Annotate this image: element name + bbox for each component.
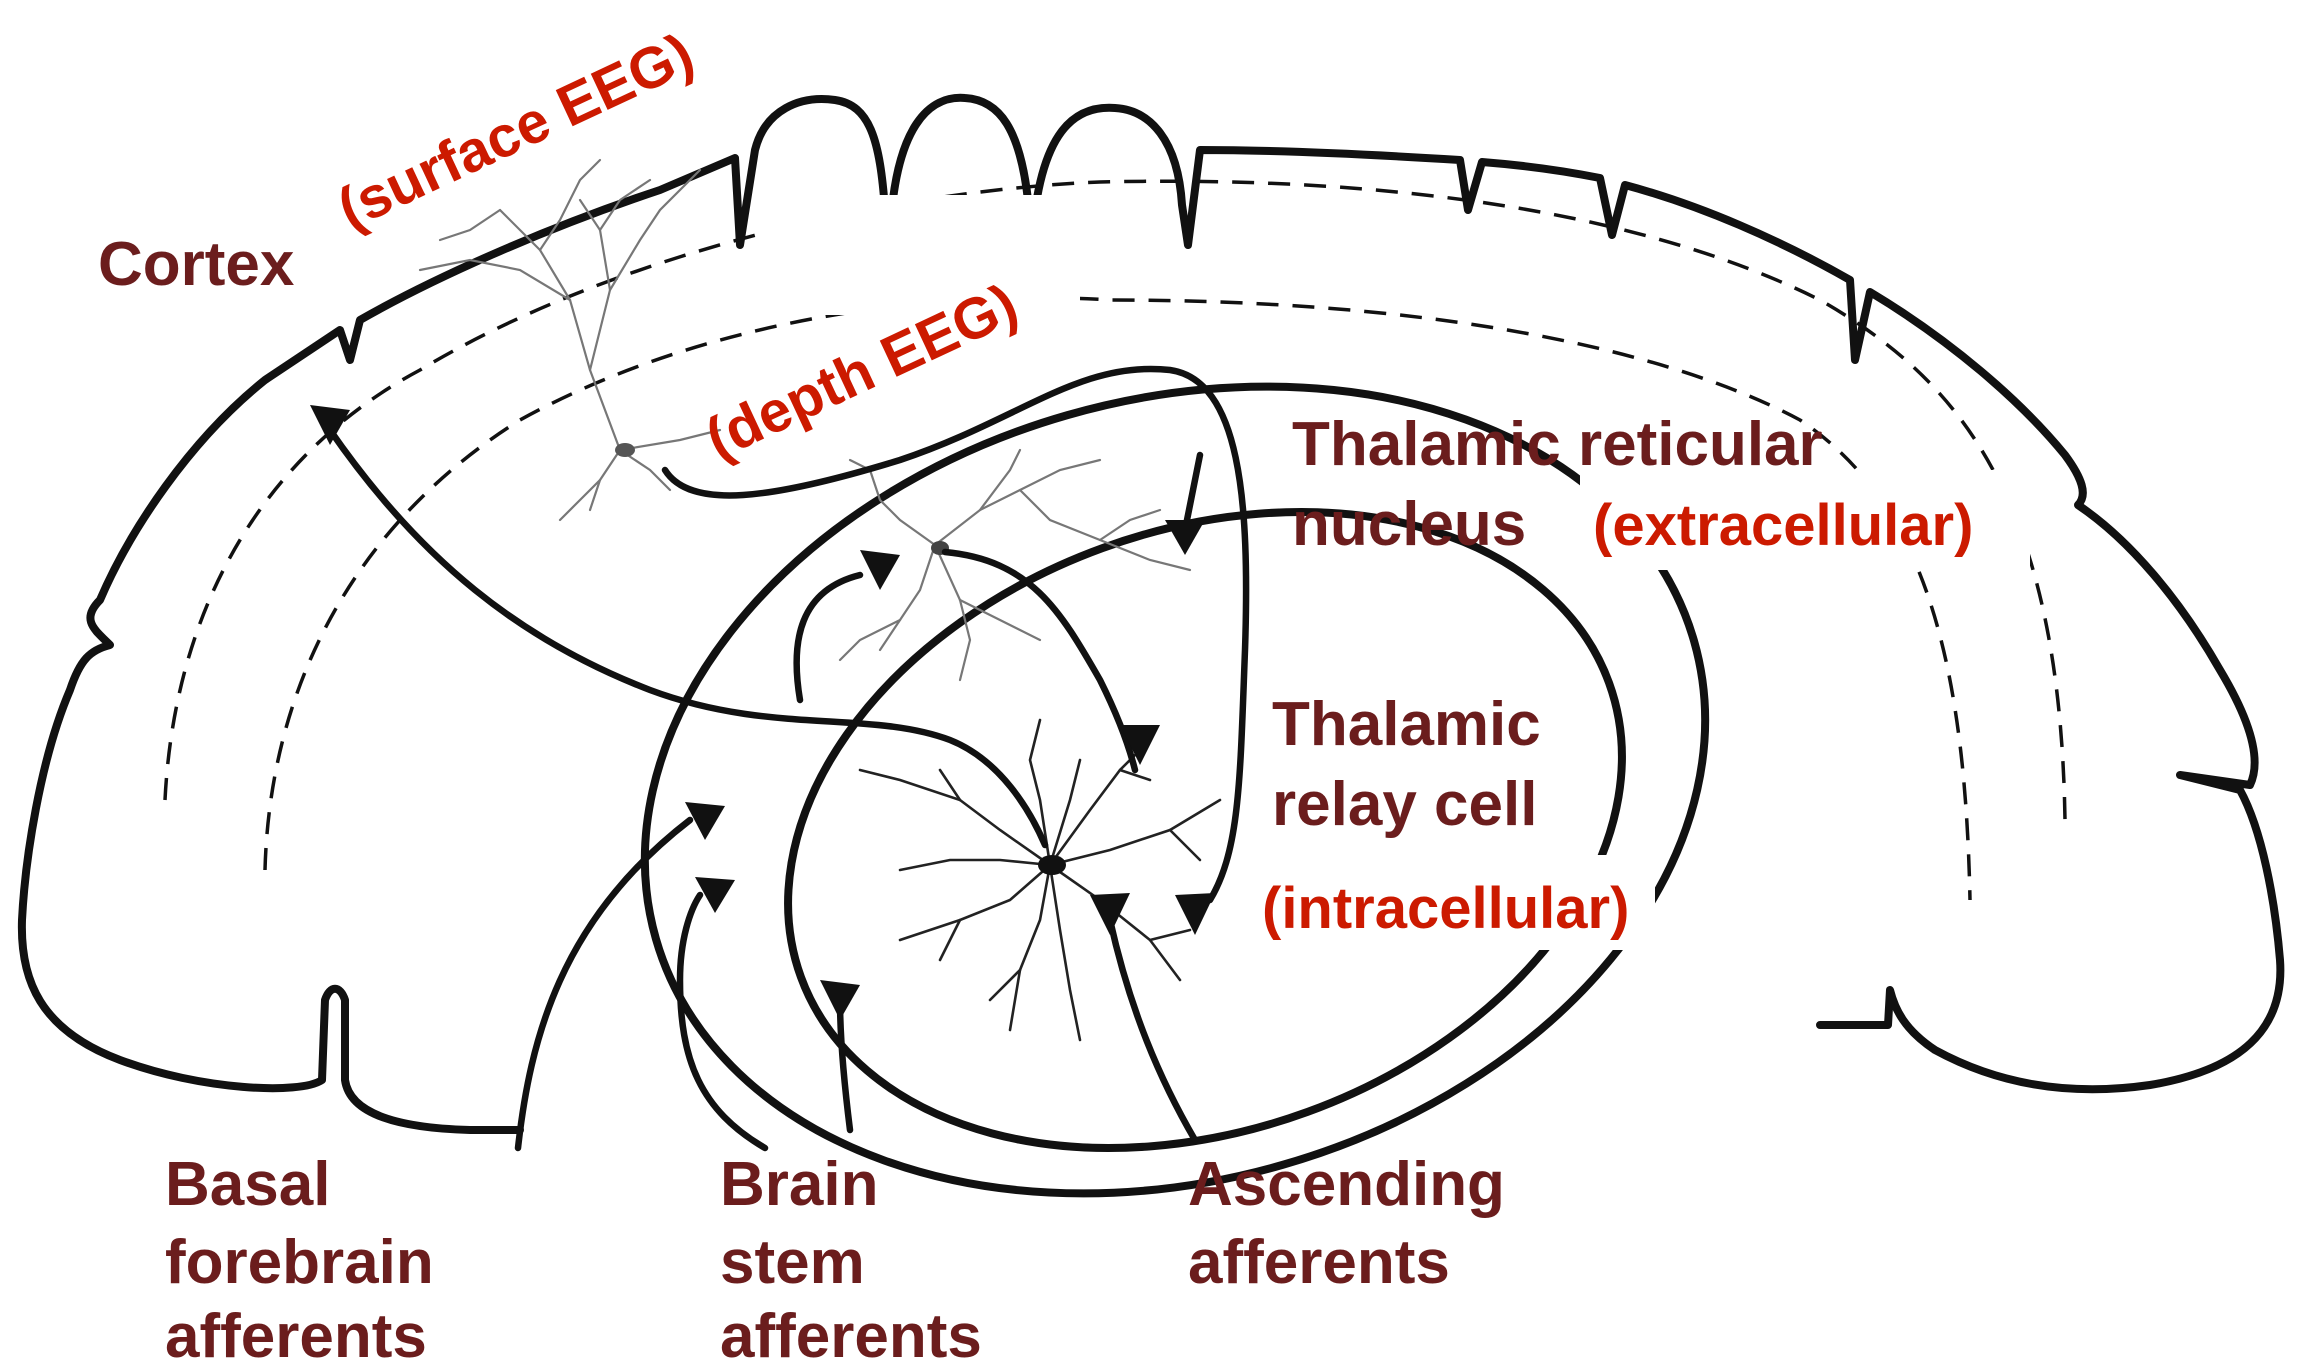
basal-forebrain-axon [518, 820, 690, 1148]
label-ascending-line2: afferents [1188, 1228, 1450, 1297]
terminal-reticular-1 [860, 550, 900, 590]
label-brainstem-line3: afferents [720, 1302, 982, 1367]
label-basal-line3: afferents [165, 1302, 427, 1367]
terminal-brainstem-2 [820, 980, 860, 1020]
cortical-pyramidal-neuron [420, 160, 720, 520]
brainstem-axon-2 [840, 1000, 850, 1130]
terminal-relay-2 [1175, 893, 1215, 935]
terminal-reticular-2 [1165, 520, 1205, 555]
label-relay-line2: relay cell [1272, 770, 1537, 839]
terminal-relay-3 [1090, 893, 1130, 935]
label-surface-eeg: (surface EEG) [328, 21, 703, 242]
mask-depth [760, 195, 1080, 315]
reticular-to-relay-axon [945, 552, 1135, 770]
relay-neuron [860, 720, 1220, 1040]
ascending-axon [1110, 920, 1195, 1140]
reticular-loop-axon [797, 575, 860, 700]
label-reticular-line1: Thalamic reticular [1292, 410, 1823, 479]
label-basal-line2: forebrain [165, 1228, 434, 1297]
terminal-cortex [310, 405, 350, 445]
label-basal-line1: Basal [165, 1150, 330, 1219]
cortex-dashed-inner [265, 298, 1970, 900]
label-ascending-line1: Ascending [1188, 1150, 1505, 1219]
label-intracellular: (intracellular) [1262, 876, 1629, 941]
label-reticular-line2: nucleus [1292, 490, 1526, 559]
cortex-surface [22, 98, 2281, 1130]
label-brainstem-line2: stem [720, 1228, 865, 1297]
label-cortex: Cortex [98, 230, 295, 299]
label-extracellular: (extracellular) [1593, 493, 1973, 558]
label-relay-line1: Thalamic [1272, 690, 1541, 759]
label-brainstem-line1: Brain [720, 1150, 878, 1219]
